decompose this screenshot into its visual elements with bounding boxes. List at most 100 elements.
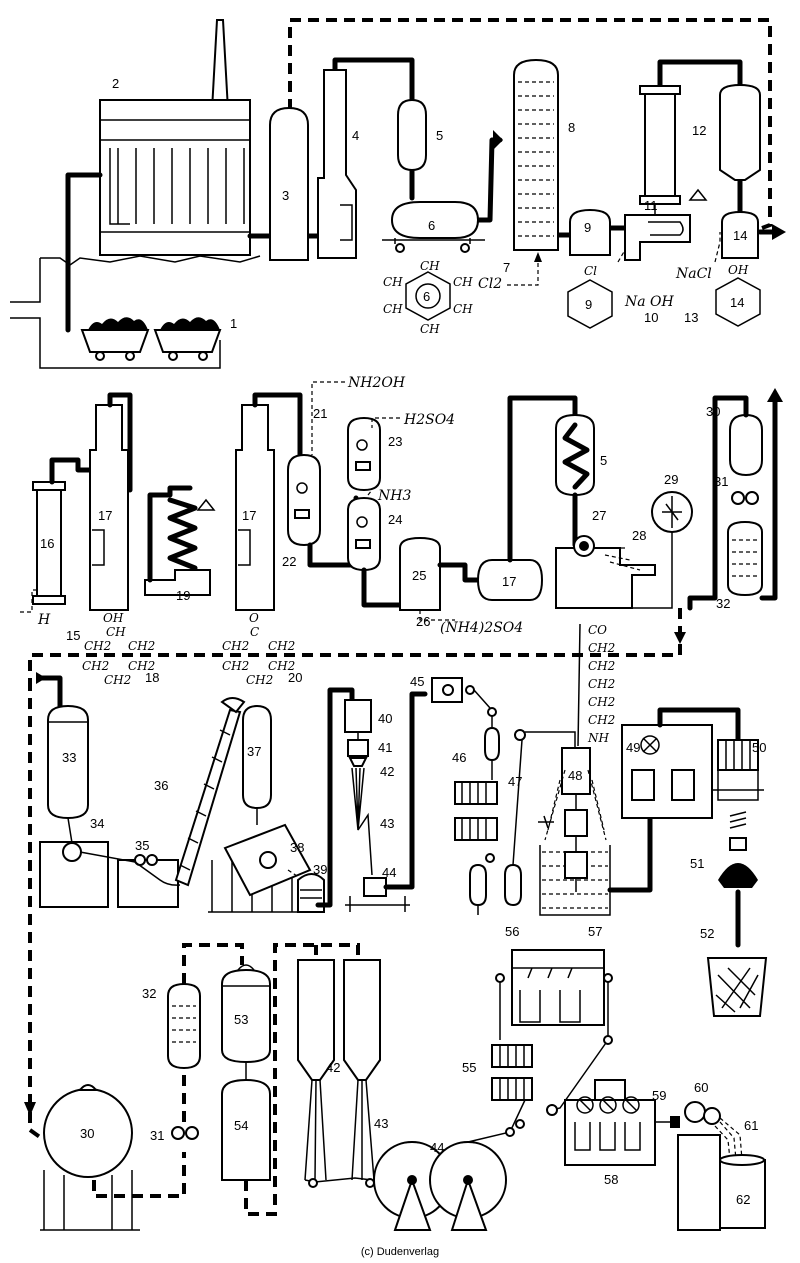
label-52: 52 (700, 926, 714, 941)
ammonium-sulfate-out (419, 610, 455, 621)
vessel-5 (397, 98, 427, 172)
yarn-50 (729, 811, 747, 829)
unit-50 (717, 739, 759, 771)
label-14: 14 (733, 228, 747, 243)
label-43b: 43 (374, 1116, 388, 1131)
nacl-out (714, 232, 721, 263)
arrow-33-in (36, 672, 46, 684)
pipe-33-in (37, 675, 63, 711)
stirrer-22 (296, 482, 308, 494)
thread-47-48 (525, 731, 576, 748)
column-17-a (89, 404, 129, 611)
hydrogen-feed (20, 589, 40, 613)
stand-60 (677, 1134, 721, 1231)
filaments-42 (351, 767, 365, 831)
label-21: 21 (313, 406, 327, 421)
roller-stack-46 (454, 781, 498, 841)
arrow-row2-down (674, 632, 686, 644)
conveyor-36 (174, 708, 242, 887)
chip-chute (287, 869, 301, 879)
tow-61 (714, 1117, 743, 1161)
label-38: 38 (290, 840, 304, 855)
caprolactam-ch2-c: CH2 (588, 677, 615, 691)
winder-base (345, 896, 410, 912)
caprolactam-ch2-b: CH2 (588, 659, 615, 673)
row-4-textile (28, 943, 766, 1231)
vessel-30-legs (40, 1170, 140, 1231)
label-35: 35 (135, 838, 149, 853)
chlorine-feed (507, 258, 539, 286)
cyclohexanol-ch2-a: CH2 (84, 639, 111, 653)
label-5b: 5 (600, 453, 607, 468)
label-3: 3 (282, 188, 289, 203)
line-32-53 (182, 943, 244, 984)
vessel-24 (347, 496, 381, 572)
label-30b: 30 (80, 1126, 94, 1141)
label-32: 32 (716, 596, 730, 611)
label-45: 45 (410, 674, 424, 689)
thread-loops-58 (574, 1122, 641, 1151)
pipe-coal-feed (65, 172, 103, 333)
benzene-ch-upper-left: CH (383, 275, 403, 289)
formula-sulfuric-acid: H2SO4 (403, 412, 455, 428)
coal-wagon-1 (80, 317, 150, 361)
hydroxylamine-feed (311, 381, 345, 455)
pipe-32-out (759, 395, 778, 601)
vessel-14 (721, 210, 759, 259)
coal-pit (10, 255, 261, 369)
benzene-ch-lower-right: CH (453, 302, 473, 316)
label-7: 7 (503, 260, 510, 275)
label-41: 41 (378, 740, 392, 755)
cyclohexanol-ch2-b: CH2 (128, 639, 155, 653)
column-17-a-detail (92, 529, 105, 566)
guide-46 (485, 853, 495, 863)
column-16 (32, 481, 66, 605)
recycle-line-top (288, 18, 772, 230)
label-60: 60 (694, 1080, 708, 1095)
vessel-12-side (719, 83, 761, 181)
pump-31-lower-b (185, 1126, 199, 1140)
arrow-14-out (772, 224, 786, 240)
label-42b: 42 (326, 1060, 340, 1075)
tanker-wagon-6 (382, 201, 485, 253)
vessel-32 (727, 520, 763, 597)
roller-60-b (703, 1107, 721, 1125)
cyclohexanone-ch2-d: CH2 (268, 659, 295, 673)
hopper-top (220, 697, 246, 714)
winder-44 (363, 877, 387, 897)
coil-5 (562, 422, 590, 490)
benzene-ring-inner (415, 283, 441, 309)
caprolactam-ch2-a: CH2 (588, 641, 615, 655)
label-51: 51 (690, 856, 704, 871)
caprolactam-bracket (577, 623, 581, 747)
label-50: 50 (752, 740, 766, 755)
hexagon-labels: 6 9 14 (423, 289, 744, 312)
chloro-hexagon (567, 279, 613, 329)
vessel-37 (242, 704, 272, 810)
gauge-stand (632, 532, 673, 609)
label-8: 8 (568, 120, 575, 135)
label-17a: 17 (98, 508, 112, 523)
label-36: 36 (154, 778, 168, 793)
thread-loops-56 (499, 980, 609, 1040)
scrubber-3 (269, 106, 309, 261)
line-30-31 (92, 1152, 186, 1198)
label-1: 1 (230, 316, 237, 331)
chemical-formulas: CH CH CH CH CH CH Cl2 Cl Na OH NaCl OH H… (37, 259, 749, 747)
film-path (67, 817, 181, 886)
formula-nacl: NaCl (675, 266, 712, 282)
label-12: 12 (692, 123, 706, 138)
spinneret-42 (348, 757, 368, 767)
pipe-48-49 (607, 815, 653, 893)
caprolactam-co: CO (588, 623, 607, 637)
vessel-9 (569, 208, 611, 256)
formula-hydroxylamine: NH2OH (347, 375, 406, 391)
cyclohexanol-oh: OH (103, 611, 124, 625)
pipe-17b-22 (252, 392, 303, 458)
number-labels: 1 2 3 4 5 6 7 8 9 10 11 12 13 14 15 16 1… (40, 76, 766, 1207)
label-44b: 44 (430, 1140, 444, 1155)
label-22: 22 (282, 554, 296, 569)
arrow-to-8 (493, 130, 503, 150)
label-2: 2 (112, 76, 119, 91)
